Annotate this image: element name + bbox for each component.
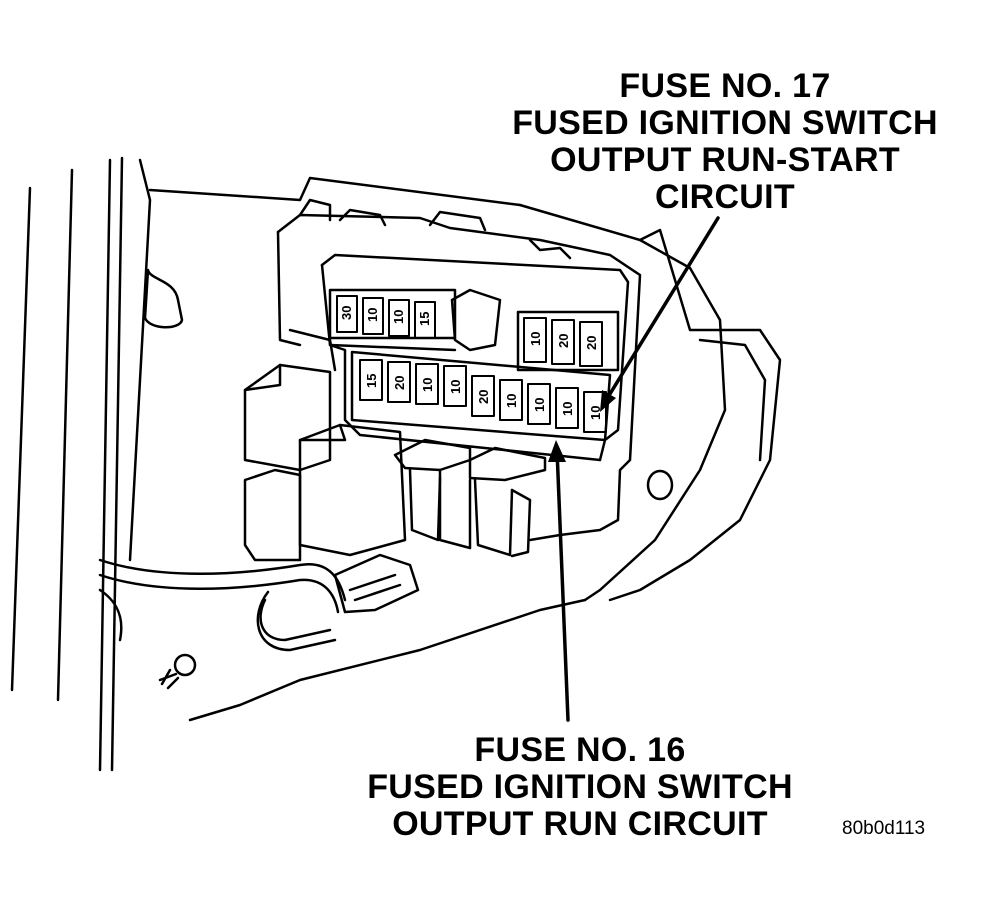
fuse-row-top-left xyxy=(336,295,436,339)
trim-panel-lines xyxy=(10,156,152,772)
fuse xyxy=(523,317,547,363)
fuse-rating: 10 xyxy=(448,380,463,394)
relays xyxy=(243,328,407,562)
arrowheads xyxy=(548,390,616,462)
fuse-rating: 10 xyxy=(420,378,435,392)
fuse xyxy=(359,359,383,401)
fuse-ratings: 30 10 10 15 10 20 20 15 20 10 10 20 10 1… xyxy=(339,306,603,420)
fuse xyxy=(388,299,410,337)
connector-clips xyxy=(393,438,547,558)
fuse-rating: 15 xyxy=(417,312,432,326)
fuse xyxy=(362,297,384,335)
fuse xyxy=(551,319,575,365)
fuse-rating: 20 xyxy=(556,334,571,348)
arrowhead xyxy=(548,440,566,462)
wire-harness xyxy=(98,553,420,652)
callout-line: OUTPUT RUN-START xyxy=(550,141,900,179)
fuse-rating: 30 xyxy=(339,306,354,320)
fuse xyxy=(415,363,439,405)
callout-fuse-17: FUSE NO. 17 FUSED IGNITION SWITCH OUTPUT… xyxy=(470,68,980,216)
fuse xyxy=(414,301,436,339)
screw-icon xyxy=(158,653,197,690)
fuse xyxy=(583,391,607,433)
callout-line: OUTPUT RUN CIRCUIT xyxy=(392,805,768,843)
fuse-rating: 10 xyxy=(504,394,519,408)
callout-line: FUSED IGNITION SWITCH xyxy=(367,768,793,806)
callout-line: FUSE NO. 17 xyxy=(619,67,831,105)
fuse xyxy=(579,321,603,367)
fuse-rating: 20 xyxy=(584,336,599,350)
callout-line: FUSE NO. 16 xyxy=(474,731,686,769)
fuse xyxy=(443,365,467,407)
leader-lines xyxy=(555,216,720,722)
fuse xyxy=(471,375,495,417)
fuse-row-top-right xyxy=(523,317,603,367)
fuse xyxy=(499,379,523,421)
callout-fuse-16: FUSE NO. 16 FUSED IGNITION SWITCH OUTPUT… xyxy=(310,732,850,843)
fuse-rating: 20 xyxy=(476,390,491,404)
fuse xyxy=(387,361,411,403)
fuse-rating: 10 xyxy=(365,308,380,322)
fuse-row-bottom xyxy=(359,359,607,433)
fuse xyxy=(336,295,358,333)
arrowhead xyxy=(600,390,616,412)
fuse-rating: 10 xyxy=(588,406,603,420)
fuse xyxy=(555,387,579,429)
fuse-rating: 20 xyxy=(392,376,407,390)
callout-line: CIRCUIT xyxy=(655,178,795,216)
callout-line: FUSED IGNITION SWITCH xyxy=(512,104,938,142)
fuse xyxy=(527,383,551,425)
fuse-rating: 15 xyxy=(364,374,379,388)
dash-panel xyxy=(143,176,782,722)
fuse-rating: 10 xyxy=(528,332,543,346)
fuse-rating: 10 xyxy=(560,402,575,416)
figure-id: 80b0d113 xyxy=(842,818,926,839)
fuse-rating: 10 xyxy=(532,398,547,412)
fuse-rating: 10 xyxy=(391,310,406,324)
fuse-block-housing xyxy=(276,198,642,542)
